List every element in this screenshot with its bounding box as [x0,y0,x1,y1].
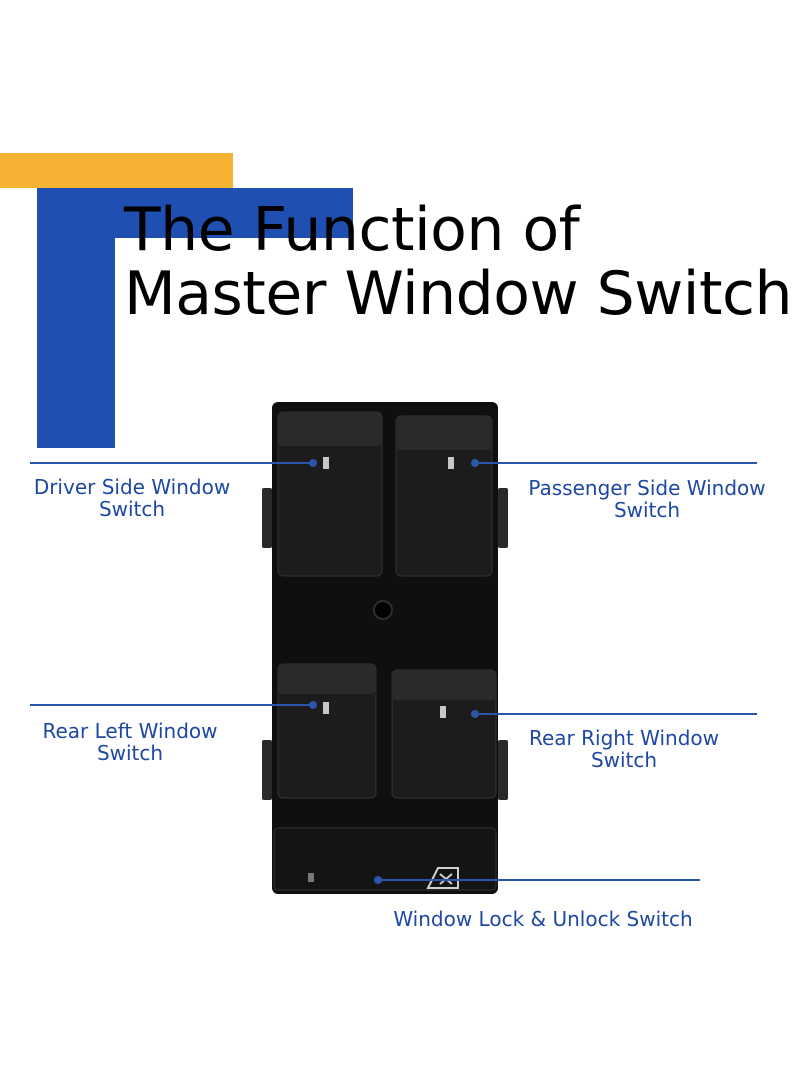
blue-accent-bar-side [37,188,115,448]
center-screw [373,600,393,620]
passenger-switch-top [396,416,492,450]
rear-left-label-line-2: Switch [96,741,164,765]
driver-label-line-1: Driver Side Window [33,475,231,499]
rear-left-label-line-1: Rear Left Window [42,719,218,743]
lock-switch-panel [273,827,497,891]
side-clip [262,740,272,800]
rear-right-label: Rear Right Window Switch [518,727,730,771]
rear-right-indicator-light [440,706,446,718]
driver-indicator-light [323,457,329,469]
page-title: The Function of Master Window Switch [124,198,794,326]
rear-right-callout-line [475,713,757,715]
lock-callout-dot [374,876,382,884]
rear-right-label-line-2: Switch [590,748,658,772]
passenger-label-line-1: Passenger Side Window [528,476,766,500]
rear-left-indicator-light [323,702,329,714]
side-clip [262,488,272,548]
rear-left-switch-top [278,664,376,694]
passenger-indicator-light [448,457,454,469]
driver-callout-dot [309,459,317,467]
rear-right-switch-top [392,670,496,700]
driver-switch-top [278,412,382,446]
side-clip [498,740,508,800]
driver-label-line-2: Switch [98,497,166,521]
rear-left-label: Rear Left Window Switch [30,720,230,764]
lock-label-line-1: Window Lock & Unlock Switch [393,907,693,931]
lock-indicator-light [308,873,314,882]
title-line-2: Master Window Switch [124,259,793,329]
driver-callout-line [30,462,313,464]
passenger-side-label: Passenger Side Window Switch [512,477,782,521]
rear-left-callout-dot [309,701,317,709]
master-window-switch-image [262,402,508,894]
rear-right-label-line-1: Rear Right Window [528,726,720,750]
passenger-callout-line [475,462,757,464]
passenger-label-line-2: Switch [613,498,681,522]
lock-callout-line [378,879,700,881]
driver-side-label: Driver Side Window Switch [22,476,242,520]
lock-switch-label: Window Lock & Unlock Switch [376,908,710,930]
passenger-callout-dot [471,459,479,467]
rear-left-callout-line [30,704,313,706]
rear-right-callout-dot [471,710,479,718]
yellow-accent-bar [0,153,233,188]
side-clip [498,488,508,548]
title-line-1: The Function of [124,195,580,265]
